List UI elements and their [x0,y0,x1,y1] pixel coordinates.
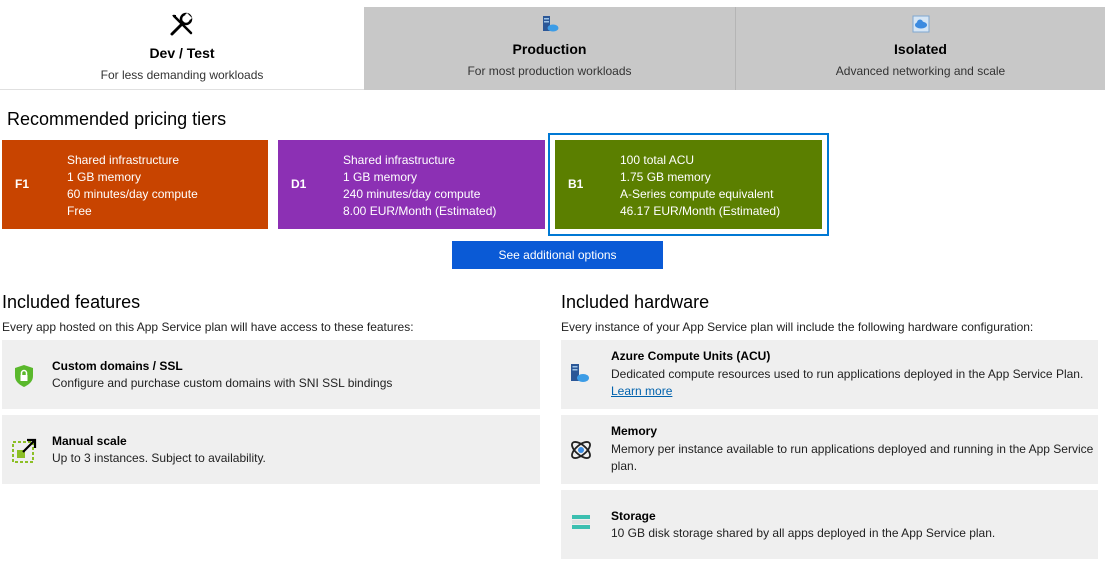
tab-title: Dev / Test [149,45,215,61]
tier-detail-line: 100 total ACU [620,153,695,167]
included-hardware-description: Every instance of your App Service plan … [561,320,1034,334]
tier-card-d1[interactable]: D1 Shared infrastructure 1 GB memory 240… [278,140,545,229]
tab-subtitle: Advanced networking and scale [835,64,1006,78]
hardware-description: Dedicated compute resources used to run … [611,367,1084,381]
feature-card-custom-domains: Custom domains / SSL Configure and purch… [2,340,540,409]
tab-subtitle: For most production workloads [467,64,632,78]
tier-details: Shared infrastructure 1 GB memory 60 min… [67,152,198,220]
tab-dev-test[interactable]: Dev / Test For less demanding workloads [0,0,364,90]
tier-details: Shared infrastructure 1 GB memory 240 mi… [343,152,496,220]
tier-detail-line: 46.17 EUR/Month (Estimated) [620,204,781,218]
feature-description: Up to 3 instances. Subject to availabili… [52,451,266,465]
feature-title: Manual scale [52,434,127,448]
hardware-title: Storage [611,509,656,523]
tier-detail-line: A-Series compute equivalent [620,187,774,201]
tier-card-f1[interactable]: F1 Shared infrastructure 1 GB memory 60 … [2,140,268,229]
feature-title: Custom domains / SSL [52,359,183,373]
cloud-network-icon [912,15,930,38]
tier-detail-line: 1 GB memory [343,170,418,184]
tab-divider [735,7,736,90]
hardware-card-storage: Storage 10 GB disk storage shared by all… [561,490,1098,559]
tier-detail-line: 8.00 EUR/Month (Estimated) [343,204,497,218]
hardware-description: plan. [611,459,638,473]
tier-details: 100 total ACU 1.75 GB memory A-Series co… [620,152,780,220]
shield-lock-icon [13,364,35,393]
hardware-description: Memory per instance available to run app… [611,442,1094,456]
included-features-description: Every app hosted on this App Service pla… [2,320,414,334]
tier-detail-line: Shared infrastructure [343,153,456,167]
hardware-title: Azure Compute Units (ACU) [611,349,771,363]
selected-tier-outline [548,133,829,236]
compute-icon [570,363,590,388]
hardware-card-memory: Memory Memory per instance available to … [561,415,1098,484]
hardware-description: 10 GB disk storage shared by all apps de… [611,526,996,540]
tier-detail-line: Free [67,204,92,218]
hardware-card-acu: Azure Compute Units (ACU) Dedicated comp… [561,340,1098,409]
tier-detail-line: 240 minutes/day compute [343,187,481,201]
tier-category-tabs: Dev / Test For less demanding workloads … [0,0,1105,90]
feature-card-manual-scale: Manual scale Up to 3 instances. Subject … [2,415,540,484]
storage-icon [571,514,591,535]
server-icon [541,15,559,38]
tier-card-b1[interactable]: B1 100 total ACU 1.75 GB memory A-Series… [555,140,822,229]
tab-subtitle: For less demanding workloads [100,68,264,82]
recommended-tiers-title: Recommended pricing tiers [7,109,227,129]
tier-detail-line: 60 minutes/day compute [67,187,198,201]
included-hardware-title: Included hardware [561,292,710,312]
tier-detail-line: 1 GB memory [67,170,142,184]
tier-code: B1 [568,177,584,191]
tab-title: Isolated [894,41,947,57]
tab-production[interactable]: Production For most production workloads [364,7,735,90]
hardware-title: Memory [611,424,658,438]
tools-icon [169,12,195,43]
feature-description: Configure and purchase custom domains wi… [52,376,393,390]
tier-detail-line: 1.75 GB memory [620,170,711,184]
tier-code: F1 [15,177,30,191]
tab-isolated[interactable]: Isolated Advanced networking and scale [736,7,1105,90]
included-features-title: Included features [2,292,141,312]
tier-code: D1 [291,177,307,191]
memory-icon [568,437,594,468]
scale-out-icon [12,437,38,468]
learn-more-link[interactable]: Learn more [611,384,673,398]
see-additional-options-button[interactable]: See additional options [452,241,663,269]
tab-title: Production [512,41,587,57]
tier-detail-line: Shared infrastructure [67,153,180,167]
